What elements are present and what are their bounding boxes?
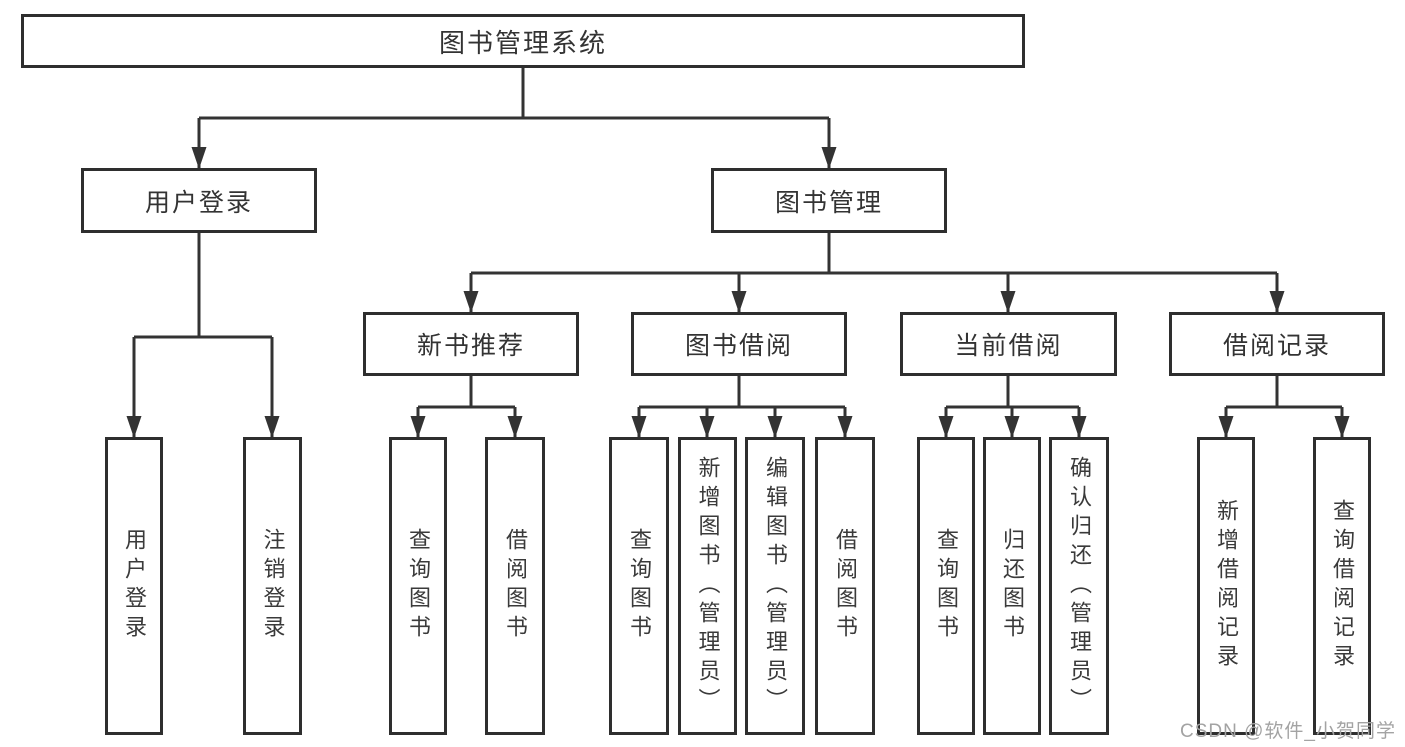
- leaf-borrow-books-recommend-label: 借阅图书: [503, 528, 528, 644]
- leaf-user-login-label: 用户登录: [122, 528, 147, 644]
- leaf-confirm-return-admin: 确认归还（管理员）: [1049, 437, 1109, 735]
- leaf-add-borrow-record-label: 新增借阅记录: [1214, 499, 1239, 673]
- leaf-query-books-current: 查询图书: [917, 437, 975, 735]
- leaf-return-books-label: 归还图书: [1000, 528, 1025, 644]
- watermark-text: CSDN @软件_小贺同学: [1180, 721, 1396, 742]
- leaf-edit-book-admin: 编辑图书（管理员）: [745, 437, 805, 735]
- leaf-query-books-recommend: 查询图书: [389, 437, 447, 735]
- leaf-query-borrow-record: 查询借阅记录: [1313, 437, 1371, 735]
- node-user-login-label: 用户登录: [144, 188, 253, 217]
- node-current-borrow-label: 当前借阅: [954, 332, 1063, 360]
- node-root: 图书管理系统: [21, 14, 1025, 68]
- leaf-query-books-borrow-label: 查询图书: [627, 528, 652, 644]
- leaf-edit-book-admin-label: 编辑图书（管理员）: [763, 455, 788, 717]
- node-user-login: 用户登录: [81, 168, 317, 233]
- leaf-add-borrow-record: 新增借阅记录: [1197, 437, 1255, 735]
- node-new-book-recommend: 新书推荐: [363, 312, 579, 376]
- leaf-borrow-books: 借阅图书: [815, 437, 875, 735]
- leaf-query-books-recommend-label: 查询图书: [406, 528, 431, 644]
- node-book-management-label: 图书管理: [774, 188, 883, 217]
- leaf-logout-label: 注销登录: [260, 528, 286, 644]
- node-book-management: 图书管理: [711, 168, 947, 233]
- node-root-label: 图书管理系统: [438, 27, 607, 58]
- leaf-query-borrow-record-label: 查询借阅记录: [1330, 499, 1355, 673]
- arrow-connectors: [126, 118, 1350, 438]
- node-current-borrow: 当前借阅: [900, 312, 1117, 376]
- leaf-confirm-return-admin-label: 确认归还（管理员）: [1067, 455, 1092, 717]
- leaf-user-login: 用户登录: [105, 437, 163, 735]
- node-new-book-recommend-label: 新书推荐: [416, 332, 525, 360]
- leaf-return-books: 归还图书: [983, 437, 1041, 735]
- leaf-borrow-books-recommend: 借阅图书: [485, 437, 545, 735]
- leaf-borrow-books-label: 借阅图书: [833, 528, 858, 644]
- node-book-borrow: 图书借阅: [631, 312, 847, 376]
- node-borrow-records-label: 借阅记录: [1222, 332, 1331, 360]
- leaf-add-book-admin-label: 新增图书（管理员）: [695, 455, 721, 717]
- node-book-borrow-label: 图书借阅: [684, 332, 793, 360]
- leaf-add-book-admin: 新增图书（管理员）: [678, 437, 737, 735]
- node-borrow-records: 借阅记录: [1169, 312, 1385, 376]
- leaf-logout: 注销登录: [243, 437, 302, 735]
- leaf-query-books-borrow: 查询图书: [609, 437, 669, 735]
- leaf-query-books-current-label: 查询图书: [934, 528, 959, 644]
